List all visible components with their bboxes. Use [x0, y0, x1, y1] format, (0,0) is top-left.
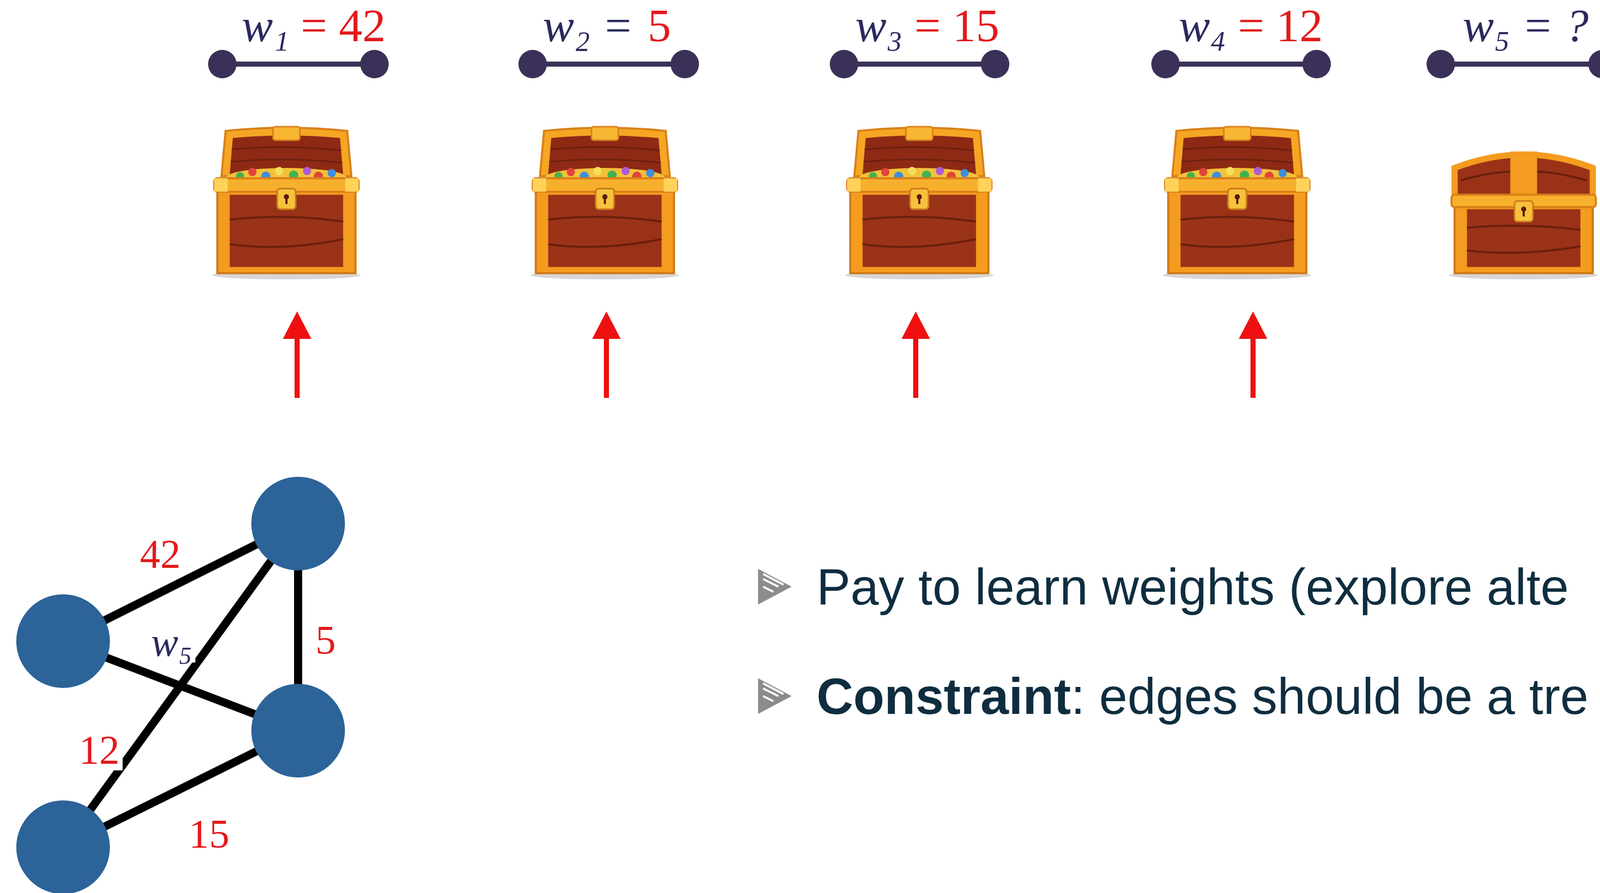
bullet-text: Pay to learn weights (explore alte [816, 558, 1569, 616]
edge-segments [208, 49, 1600, 79]
arrow-shaft [603, 335, 609, 398]
edge-endpoint [670, 49, 700, 79]
edge-endpoint [829, 49, 859, 79]
weight-label: w₃= 15 [855, 2, 1000, 49]
open-chest [530, 126, 680, 280]
graph-vertex [251, 476, 345, 571]
weight-label: w₄= 12 [1178, 2, 1323, 49]
edge-segment [222, 61, 375, 67]
bullet-text: : edges should be a tre [1070, 667, 1589, 725]
bullet-triangle [758, 678, 792, 714]
graph-vertex [251, 683, 345, 778]
open-chest [1162, 126, 1312, 280]
weight-name: w₅ = ? [1462, 0, 1589, 52]
bullet-line: Constraint: edges should be a tre [816, 670, 1589, 722]
arrow-head [1238, 311, 1268, 339]
weight-value: 5 [647, 0, 672, 52]
weight-value: = 42 [300, 0, 386, 52]
weight-value: = 15 [914, 0, 1000, 52]
edge-segment [1440, 61, 1600, 67]
arrow-shaft [294, 335, 300, 398]
weight-label: w₁= 42 [241, 2, 386, 49]
weight-label: w₂ =5 [542, 2, 672, 49]
bullet-line: Pay to learn weights (explore alte [816, 561, 1569, 613]
edge-label: 15 [185, 813, 233, 855]
open-chest [212, 126, 361, 280]
graph-edges [63, 523, 299, 848]
red-arrows [282, 311, 1268, 398]
edge-endpoint [208, 49, 237, 79]
weight-name: w₁ [241, 0, 289, 52]
edge-weight: w₅ [151, 619, 193, 665]
edge-label: 12 [75, 729, 123, 771]
edge-segment [1165, 61, 1317, 67]
edge-label: w₅ [148, 621, 196, 663]
edge-weight: 15 [188, 811, 230, 857]
weight-name: w₃ [855, 0, 903, 52]
bullet-keyword: Constraint [816, 667, 1071, 725]
bullet-hatch [763, 573, 784, 592]
graph-vertex [16, 800, 110, 893]
bullet-hatch [763, 683, 784, 702]
weight-name: w₂ = [542, 0, 634, 52]
edge-endpoint [1151, 49, 1180, 79]
arrow-shaft [913, 335, 919, 398]
edge-segment [532, 61, 685, 67]
edge-weight: 5 [315, 617, 336, 663]
edge-endpoint [1426, 49, 1456, 79]
edge-segment [844, 61, 996, 67]
bullet-triangle [758, 568, 792, 605]
weight-label: w₅ = ? [1462, 2, 1589, 49]
open-chest [845, 126, 994, 280]
bullet-icons [758, 568, 792, 714]
graph-vertex [16, 594, 110, 688]
edge-label: 5 [312, 619, 339, 661]
closed-chest [1449, 151, 1598, 280]
graph-edge [63, 523, 299, 848]
arrow-head [282, 311, 312, 339]
weight-value: = 12 [1237, 0, 1323, 52]
edge-endpoint [1302, 49, 1331, 79]
arrow-head [901, 311, 930, 339]
weight-name: w₄ [1178, 0, 1227, 52]
edge-endpoint [1588, 49, 1600, 79]
graph-vertices [16, 476, 345, 893]
edge-endpoint [360, 49, 389, 79]
arrow-shaft [1250, 335, 1256, 398]
edge-endpoint [980, 49, 1010, 79]
arrow-head [592, 311, 621, 339]
edge-label: 42 [136, 533, 184, 575]
edge-endpoint [518, 49, 547, 79]
edge-weight: 12 [78, 727, 120, 773]
edge-weight: 42 [139, 531, 181, 577]
